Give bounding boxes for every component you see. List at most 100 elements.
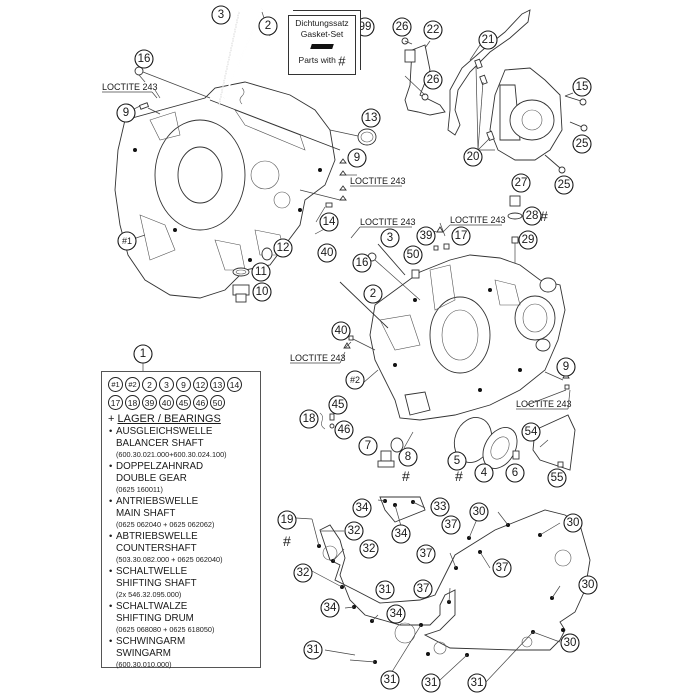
part-chip[interactable]: 12 [193, 377, 208, 392]
callout-37-c[interactable]: 37 [492, 558, 512, 578]
part-chip[interactable]: #2 [125, 377, 140, 392]
spring-18[interactable] [319, 412, 326, 430]
callout-39[interactable]: 39 [416, 226, 436, 246]
callout-55[interactable]: 55 [547, 468, 567, 488]
gasket-set-box[interactable]: Dichtungssatz Gasket-Set Parts with # [288, 15, 356, 75]
callout-29[interactable]: 29 [518, 230, 538, 250]
callout-40-mid[interactable]: 40 [317, 243, 337, 263]
pin-45[interactable] [329, 413, 335, 421]
dowels-39-17[interactable] [433, 226, 450, 251]
callout-32-c[interactable]: 32 [293, 563, 313, 583]
callout-16-mid[interactable]: 16 [352, 253, 372, 273]
callout-45[interactable]: 45 [328, 395, 348, 415]
callout-1-box[interactable]: 1 [133, 344, 153, 364]
callout-8[interactable]: 8 [398, 447, 418, 467]
callout-37-a[interactable]: 37 [441, 515, 461, 535]
callout-31-a[interactable]: 31 [375, 580, 395, 600]
callout-26-b[interactable]: 26 [423, 70, 443, 90]
stud-2-mid[interactable] [339, 281, 389, 329]
bolt-15[interactable] [564, 95, 587, 106]
callout-32-b[interactable]: 32 [359, 539, 379, 559]
o-ring-8[interactable] [390, 437, 404, 453]
callout-50[interactable]: 50 [403, 245, 423, 265]
washer-28[interactable] [507, 212, 523, 220]
callout-4[interactable]: 4 [474, 463, 494, 483]
cover-gasket-54[interactable] [532, 414, 576, 471]
callout-16-left[interactable]: 16 [134, 49, 154, 69]
callout-25-a[interactable]: 25 [572, 134, 592, 154]
callout-32-a[interactable]: 32 [344, 521, 364, 541]
plug-7[interactable] [377, 450, 395, 468]
callout-2-mid[interactable]: 2 [363, 284, 383, 304]
dowels-9-14[interactable] [299, 158, 347, 208]
part-chip[interactable]: 2 [142, 377, 157, 392]
callout-34-d[interactable]: 34 [386, 604, 406, 624]
callout-31-e[interactable]: 31 [467, 673, 487, 693]
callout-37-d[interactable]: 37 [413, 579, 433, 599]
stud-2-top[interactable] [223, 8, 263, 99]
dowels-40-low[interactable] [343, 335, 376, 351]
washer-46[interactable] [329, 423, 335, 429]
part-chip[interactable]: #1 [108, 377, 123, 392]
callout-30-c[interactable]: 30 [578, 575, 598, 595]
callout-34-b[interactable]: 34 [391, 524, 411, 544]
bolt-9-left[interactable] [138, 102, 161, 115]
part-chip[interactable]: 13 [210, 377, 225, 392]
callout-19[interactable]: 19 [277, 510, 297, 530]
o-ring-11[interactable] [232, 267, 250, 277]
callout-14[interactable]: 14 [319, 212, 339, 232]
callout-20[interactable]: 20 [463, 147, 483, 167]
callout-9-right[interactable]: 9 [556, 357, 576, 377]
bolt-25-a[interactable] [569, 121, 588, 132]
part-chip[interactable]: 18 [125, 395, 140, 410]
callout-26-a[interactable]: 26 [392, 17, 412, 37]
part-chip[interactable]: 17 [108, 395, 123, 410]
callout-99[interactable]: 99 [355, 17, 375, 37]
stud-3-mid[interactable] [377, 243, 406, 276]
bolt-55[interactable] [557, 461, 564, 468]
callout-21[interactable]: 21 [478, 30, 498, 50]
bushing-50[interactable] [411, 269, 420, 279]
callout-18[interactable]: 18 [299, 409, 319, 429]
callout-10[interactable]: 10 [252, 282, 272, 302]
callout-31-b[interactable]: 31 [303, 640, 323, 660]
part-chip[interactable]: 9 [176, 377, 191, 392]
callout-11[interactable]: 11 [251, 262, 271, 282]
callout-13[interactable]: 13 [361, 108, 381, 128]
callout-9-left[interactable]: 9 [116, 103, 136, 123]
callout-30-b[interactable]: 30 [563, 513, 583, 533]
part-chip[interactable]: 50 [210, 395, 225, 410]
callout-15[interactable]: 15 [572, 77, 592, 97]
callout-46[interactable]: 46 [334, 420, 354, 440]
part-chip[interactable]: 45 [176, 395, 191, 410]
callout-30-a[interactable]: 30 [469, 502, 489, 522]
callout-28[interactable]: 28 [522, 206, 542, 226]
callout-34-c[interactable]: 34 [320, 598, 340, 618]
callout-17[interactable]: 17 [451, 226, 471, 246]
guide-clip-left[interactable] [239, 87, 245, 105]
callout-54[interactable]: 54 [521, 422, 541, 442]
part-chip[interactable]: 3 [159, 377, 174, 392]
callout-37-b[interactable]: 37 [416, 544, 436, 564]
bushing-13[interactable] [329, 128, 377, 146]
part-chip[interactable]: 40 [159, 395, 174, 410]
bolt-6[interactable] [512, 450, 520, 460]
callout-7[interactable]: 7 [358, 436, 378, 456]
callout-40-low[interactable]: 40 [331, 321, 351, 341]
dowels-20[interactable] [474, 58, 495, 142]
part-chip[interactable]: 39 [142, 395, 157, 410]
callout-12[interactable]: 12 [273, 238, 293, 258]
callout-2-top[interactable]: 2 [258, 16, 278, 36]
callout-9-mid[interactable]: 9 [347, 148, 367, 168]
callout-part-2-half[interactable]: #2 [345, 370, 365, 390]
callout-6[interactable]: 6 [505, 463, 525, 483]
callout-31-d[interactable]: 31 [421, 673, 441, 693]
callout-30-d[interactable]: 30 [560, 633, 580, 653]
part-chip[interactable]: 46 [193, 395, 208, 410]
callout-27[interactable]: 27 [511, 173, 531, 193]
callout-22[interactable]: 22 [423, 20, 443, 40]
gasket-21[interactable] [447, 9, 531, 136]
callout-3-mid[interactable]: 3 [380, 228, 400, 248]
callout-5[interactable]: 5 [447, 451, 467, 471]
drain-plug-10[interactable] [232, 284, 250, 303]
